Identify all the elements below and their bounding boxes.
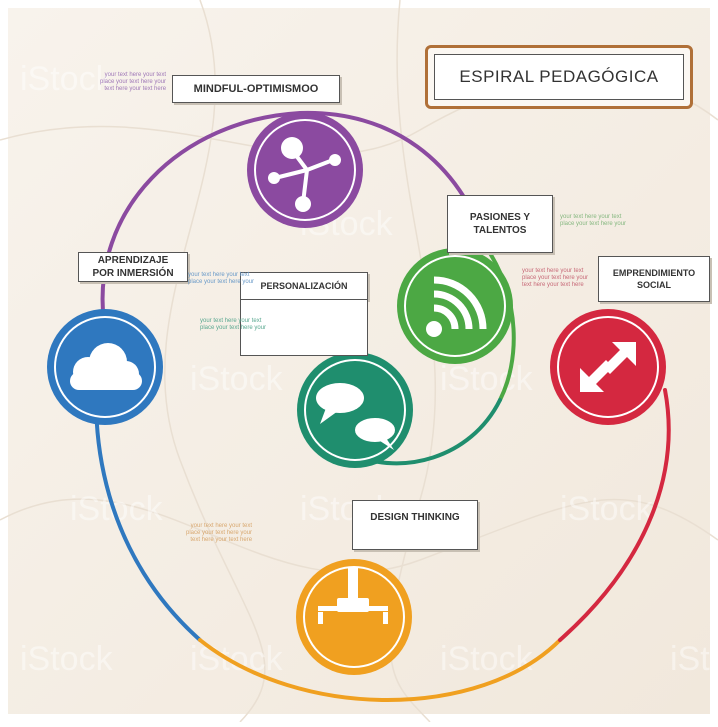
placeholder-text-mindful: your text here your text place your text… <box>100 72 166 93</box>
label-line: MINDFUL-OPTIMISMOO <box>193 82 319 95</box>
node-circle-ring <box>303 566 405 668</box>
watermark-text: iStock <box>670 640 718 678</box>
expand-arrows-icon <box>580 342 636 392</box>
label-pasiones: PASIONES Y TALENTOS <box>447 195 553 253</box>
placeholder-line: your text here your text <box>522 268 584 274</box>
label-line: PASIONES Y <box>469 211 531 223</box>
share-icon <box>268 137 341 212</box>
watermark-text: iStock <box>190 360 284 398</box>
network-connector-icon <box>318 568 388 624</box>
label-mindful: MINDFUL-OPTIMISMOO <box>172 75 340 103</box>
watermark-text: iStock <box>560 490 654 528</box>
placeholder-line: your text here your text <box>188 272 250 278</box>
placeholder-line: text here your text here <box>522 282 584 288</box>
node-pasiones <box>397 248 513 364</box>
label-line: APRENDIZAJE <box>97 254 169 266</box>
placeholder-line: text here your text here <box>190 537 253 543</box>
placeholder-line: place your text here your <box>522 275 589 281</box>
placeholder-line: place your text here your <box>200 325 267 331</box>
title-callout: ESPIRAL PEDAGÓGICA <box>425 45 693 109</box>
node-circle-ring <box>54 316 156 418</box>
label-emprendimiento: EMPRENDIMIENTO SOCIAL <box>598 256 710 302</box>
watermark-text: iStock <box>20 60 114 98</box>
node-circle <box>397 248 513 364</box>
placeholder-line: place your text here your <box>560 221 627 227</box>
placeholder-line: place your text here your <box>188 279 255 285</box>
placeholder-text-aprendizaje: your text here your text place your text… <box>188 272 254 286</box>
node-circle-ring <box>404 255 506 357</box>
placeholder-text-personalizacion: your text here your text place your text… <box>200 318 266 332</box>
label-personalizacion-panel <box>240 300 368 356</box>
watermark-text: iStock <box>190 640 284 678</box>
chat-bubbles-icon <box>316 383 397 450</box>
ring-arc-red <box>558 388 671 642</box>
wifi-icon <box>426 276 487 337</box>
placeholder-line: your text here your text <box>200 318 262 324</box>
label-personalizacion: PERSONALIZACIÓN <box>240 272 368 300</box>
watermark-text: iStock <box>440 640 534 678</box>
placeholder-line: your text here your text <box>104 72 167 78</box>
label-line: SOCIAL <box>636 280 671 290</box>
placeholder-line: your text here your text <box>560 214 622 220</box>
ring-arc-orange <box>198 638 562 702</box>
label-line: DESIGN THINKING <box>370 512 460 523</box>
label-design: DESIGN THINKING <box>352 500 478 550</box>
watermark-text: iStock <box>440 360 534 398</box>
node-circle-ring <box>557 316 659 418</box>
node-circle-ring <box>254 119 356 221</box>
node-circle <box>297 352 413 468</box>
watermark-text: iStock <box>20 640 114 678</box>
node-circle <box>296 559 412 675</box>
page-title: ESPIRAL PEDAGÓGICA <box>434 54 684 100</box>
node-personalizacion <box>297 352 413 468</box>
label-line: POR INMERSIÓN <box>92 268 174 279</box>
placeholder-text-design: your text here your text place your text… <box>186 523 252 544</box>
label-aprendizaje: APRENDIZAJE POR INMERSIÓN <box>78 252 188 282</box>
placeholder-line: place your text here your <box>100 79 167 85</box>
placeholder-line: your text here your text <box>190 523 253 529</box>
placeholder-text-emprendimiento: your text here your text place your text… <box>522 268 588 289</box>
label-line: PERSONALIZACIÓN <box>260 280 348 291</box>
placeholder-text-pasiones: your text here your text place your text… <box>560 214 626 228</box>
placeholder-line: place your text here your <box>186 530 253 536</box>
label-line: EMPRENDIMIENTO <box>612 267 696 278</box>
node-design <box>296 559 412 675</box>
label-line: TALENTOS <box>473 225 527 236</box>
cloud-icon <box>70 343 142 390</box>
node-circle-ring <box>304 359 406 461</box>
placeholder-line: text here your text here <box>104 86 167 92</box>
